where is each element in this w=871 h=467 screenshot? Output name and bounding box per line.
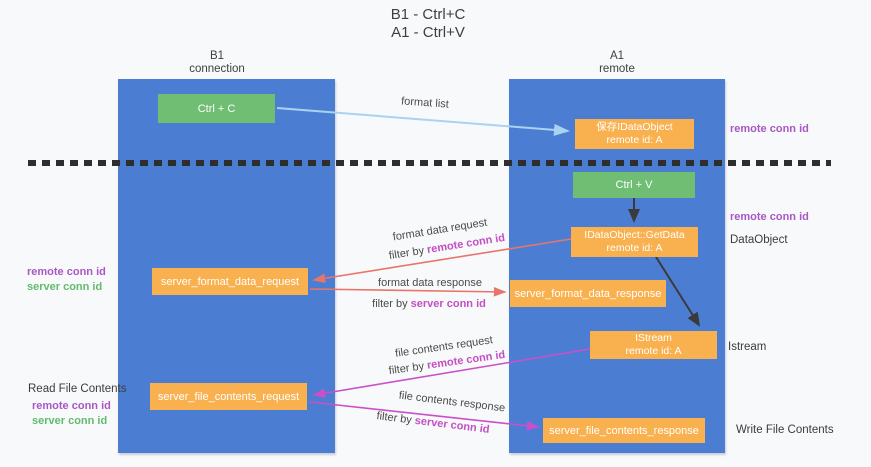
write-file-contents-label: Write File Contents xyxy=(736,424,834,436)
node-server-file-contents-request-label: server_file_contents_request xyxy=(157,390,300,403)
lane-a1-subtitle: remote xyxy=(599,63,635,75)
node-save-idataobject-line2: remote id: A xyxy=(606,134,663,146)
node-server-format-data-response: server_format_data_response xyxy=(510,280,666,307)
node-server-file-contents-response-label: server_file_contents_response xyxy=(549,424,699,437)
format-data-response-label: format data response xyxy=(378,277,482,289)
format-list-label: format list xyxy=(400,95,450,111)
title-line-1: B1 - Ctrl+C xyxy=(390,6,466,23)
file-contents-response-label: file contents response xyxy=(398,389,506,415)
node-server-format-data-request: server_format_data_request xyxy=(152,268,308,295)
left-format-remote-conn-id-label: remote conn id xyxy=(27,266,106,278)
node-istream-line2: remote id: A xyxy=(625,345,682,357)
node-save-idataobject: 保存IDataObject remote id: A xyxy=(575,119,694,149)
left-format-server-conn-id-label: server conn id xyxy=(27,281,103,293)
lane-b1-subtitle: connection xyxy=(189,63,245,75)
read-file-contents-label: Read File Contents xyxy=(28,383,127,395)
node-istream-line1: IStream xyxy=(635,332,672,344)
lane-header-a1: A1 remote xyxy=(517,50,717,76)
filter-by-text: filter by xyxy=(388,359,428,378)
node-idataobject-getdata-line2: remote id: A xyxy=(606,242,663,254)
lane-header-b1: B1 connection xyxy=(117,50,317,76)
node-idataobject-getdata: IDataObject::GetData remote id: A xyxy=(571,227,698,257)
istream-label: Istream xyxy=(728,341,767,353)
diagram-title: B1 - Ctrl+C A1 - Ctrl+V xyxy=(128,6,728,42)
format-data-response-arrow xyxy=(309,287,507,297)
node-server-file-contents-request: server_file_contents_request xyxy=(150,383,307,410)
node-idataobject-getdata-line1: IDataObject::GetData xyxy=(584,229,685,241)
format-data-response-filter-label: filter by server conn id xyxy=(359,298,499,310)
title-line-2: A1 - Ctrl+V xyxy=(391,24,465,41)
node-server-file-contents-response: server_file_contents_response xyxy=(543,418,705,443)
server-conn-id-text: server conn id xyxy=(410,298,486,310)
lane-b1-title: B1 xyxy=(209,50,225,62)
node-ctrl-c: Ctrl + C xyxy=(158,94,275,123)
right-clipboard-remote-conn-id-label: remote conn id xyxy=(730,123,809,135)
dataobject-label: DataObject xyxy=(730,234,788,246)
filter-by-text: filter by xyxy=(375,410,416,427)
node-ctrl-v-label: Ctrl + V xyxy=(615,179,653,191)
left-file-server-conn-id-label: server conn id xyxy=(32,415,108,427)
left-file-remote-conn-id-label: remote conn id xyxy=(32,400,111,412)
server-conn-id-text: server conn id xyxy=(414,414,491,436)
right-paste-remote-conn-id-label: remote conn id xyxy=(730,211,809,223)
node-server-format-data-response-label: server_format_data_response xyxy=(514,287,662,300)
filter-by-text: filter by xyxy=(388,244,429,263)
node-istream: IStream remote id: A xyxy=(590,331,717,359)
node-ctrl-v: Ctrl + V xyxy=(573,172,695,198)
lane-a1-title: A1 xyxy=(609,50,625,62)
node-ctrl-c-label: Ctrl + C xyxy=(197,102,236,115)
filter-by-text: filter by xyxy=(372,298,411,310)
file-contents-response-filter-label: filter by server conn id xyxy=(363,409,503,438)
node-server-format-data-request-label: server_format_data_request xyxy=(160,275,300,288)
node-save-idataobject-line1: 保存IDataObject xyxy=(596,121,673,133)
